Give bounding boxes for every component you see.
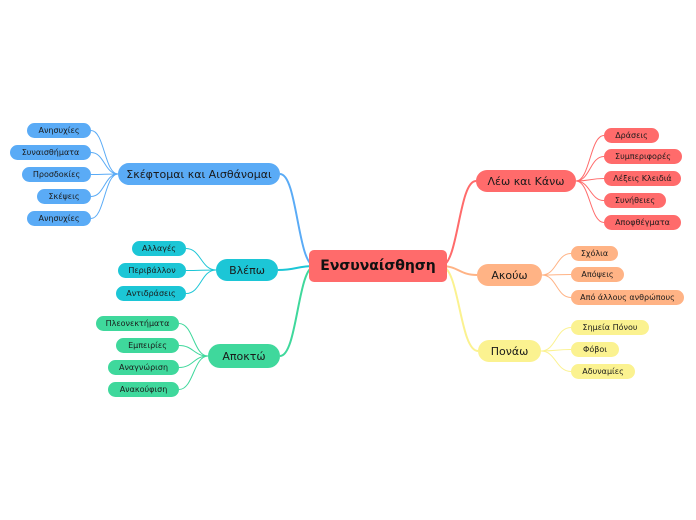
subtopic-αποφθεγματα-3-4[interactable]: Αποφθέγματα	[604, 215, 681, 230]
root-topic[interactable]: Ενσυναίσθηση	[309, 250, 447, 282]
subtopic-λεξεις-κλειδια-3-2[interactable]: Λέξεις Κλειδιά	[604, 171, 681, 186]
subtopic-συμπεριφορες-3-1[interactable]: Συμπεριφορές	[604, 149, 682, 164]
leaf-connector-3-3	[575, 180, 605, 201]
leaf-connector-3-4	[575, 180, 605, 223]
subtopic-συναισθηματα-0-1[interactable]: Συναισθήματα	[10, 145, 91, 160]
subtopic-συνηθειες-3-3[interactable]: Συνήθειες	[604, 193, 666, 208]
branch-topic-3[interactable]: Λέω και Κάνω	[476, 170, 576, 192]
leaf-connector-4-2	[541, 274, 572, 298]
subtopic-σκεψεις-0-3[interactable]: Σκέψεις	[37, 189, 91, 204]
branch-topic-2[interactable]: Αποκτώ	[208, 344, 280, 368]
leaf-connector-1-2	[185, 269, 217, 294]
branch-topic-4[interactable]: Ακούω	[477, 264, 542, 286]
leaf-connector-3-0	[575, 135, 605, 182]
leaf-connector-0-4	[90, 173, 119, 219]
leaf-connector-3-1	[575, 156, 605, 182]
subtopic-φοβοι-5-1[interactable]: Φόβοι	[571, 342, 619, 357]
subtopic-προσδοκιες-0-2[interactable]: Προσδοκίες	[22, 167, 91, 182]
subtopic-αναγνωριση-2-2[interactable]: Αναγνώριση	[108, 360, 179, 375]
subtopic-ανησυχιες-0-4[interactable]: Ανησυχίες	[27, 211, 91, 226]
leaf-connector-1-0	[185, 248, 217, 271]
subtopic-ανακουφιση-2-3[interactable]: Ανακούφιση	[108, 382, 179, 397]
subtopic-αλλαγες-1-0[interactable]: Αλλαγές	[132, 241, 186, 256]
leaf-connector-0-3	[90, 173, 119, 197]
branch-topic-5[interactable]: Πονάω	[478, 340, 541, 362]
leaf-connector-4-1	[541, 274, 572, 276]
leaf-connector-4-0	[541, 253, 572, 276]
leaf-connector-5-0	[540, 327, 572, 352]
leaf-connector-2-1	[178, 345, 209, 357]
subtopic-αποψεις-4-1[interactable]: Απόψεις	[571, 267, 624, 282]
subtopic-ανησυχιες-0-0[interactable]: Ανησυχίες	[27, 123, 91, 138]
leaf-connector-0-1	[90, 152, 119, 175]
subtopic-δρασεις-3-0[interactable]: Δράσεις	[604, 128, 659, 143]
leaf-connector-2-0	[178, 323, 209, 357]
subtopic-πλεονεκτηματα-2-0[interactable]: Πλεονεκτήματα	[96, 316, 179, 331]
subtopic-αντιδρασεις-1-2[interactable]: Αντιδράσεις	[116, 286, 186, 301]
subtopic-εμπειριες-2-1[interactable]: Εμπειρίες	[116, 338, 179, 353]
subtopic-σχολια-4-0[interactable]: Σχόλια	[571, 246, 618, 261]
leaf-connector-5-2	[540, 350, 572, 372]
subtopic-περιβαλλον-1-1[interactable]: Περιβάλλον	[118, 263, 186, 278]
subtopic-απο-αλλους-ανθρωπους-4-2[interactable]: Από άλλους ανθρώπους	[571, 290, 684, 305]
branch-topic-1[interactable]: Βλέπω	[216, 259, 278, 281]
leaf-connector-0-0	[90, 130, 119, 175]
branch-topic-0[interactable]: Σκέφτομαι και Αισθάνομαι	[118, 163, 280, 185]
subtopic-αδυναμιες-5-2[interactable]: Αδυναμίες	[571, 364, 635, 379]
leaf-connector-2-3	[178, 355, 209, 390]
subtopic-σημεια-πονου-5-0[interactable]: Σημεία Πόνου	[571, 320, 649, 335]
